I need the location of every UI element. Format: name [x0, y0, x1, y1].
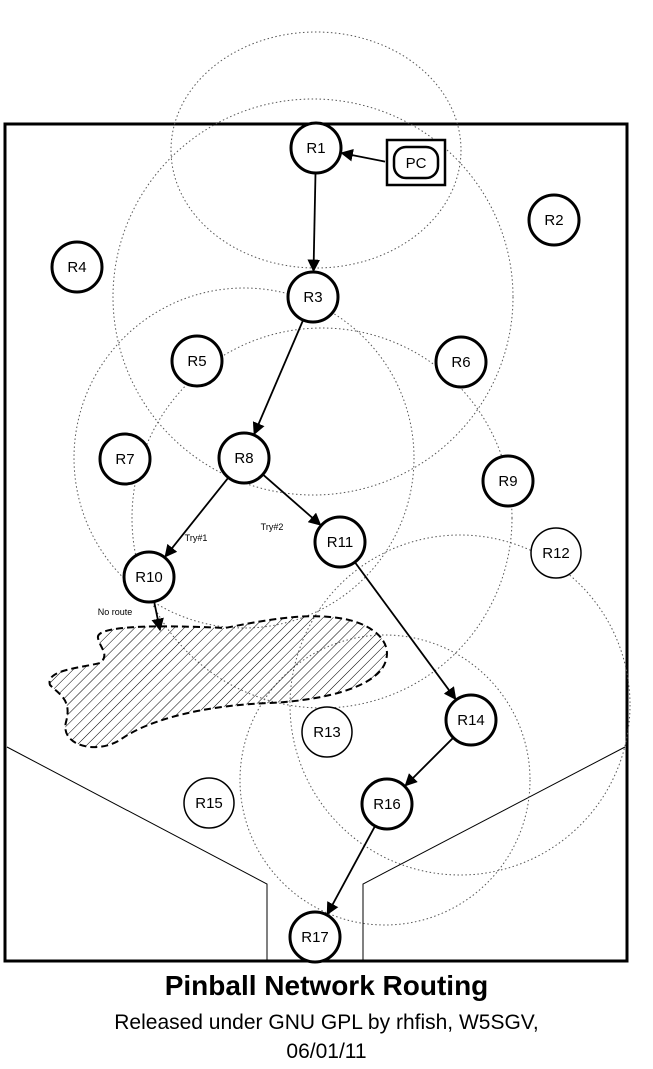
edge-r3-to-r8 — [252, 319, 304, 436]
router-label: R7 — [115, 451, 134, 468]
router-label: R17 — [301, 929, 329, 946]
router-circle — [481, 454, 535, 508]
range-circle-r8 — [73, 287, 415, 629]
router-label: R2 — [544, 212, 563, 229]
router-label: R4 — [67, 259, 86, 276]
router-circle — [530, 527, 582, 579]
edge-r8-to-r11 — [262, 473, 322, 526]
router-label: R6 — [451, 354, 470, 371]
edge-label-r8-r10: Try#1 — [185, 533, 208, 543]
router-node-r12: R12 — [530, 527, 582, 579]
router-node-r11: R11 — [313, 515, 367, 569]
diagram-date: 06/01/11 — [286, 1040, 367, 1063]
edge-r11-to-r14 — [354, 561, 457, 701]
router-node-r13: R13 — [301, 706, 353, 758]
router-node-r10: R10 — [122, 550, 176, 604]
router-label: R1 — [306, 140, 325, 157]
router-label: R12 — [542, 545, 570, 562]
router-label: R9 — [498, 473, 517, 490]
pc-label: PC — [406, 155, 427, 172]
router-label: R10 — [135, 569, 163, 586]
router-circle — [360, 777, 414, 831]
router-label: R15 — [195, 795, 223, 812]
router-node-r8: R8 — [217, 431, 271, 485]
pc-inner-box — [392, 145, 440, 180]
router-circle — [313, 515, 367, 569]
router-circle — [301, 706, 353, 758]
router-node-r7: R7 — [98, 432, 152, 486]
router-circle — [288, 910, 342, 964]
pc-node: PC — [385, 138, 447, 187]
router-label: R14 — [457, 712, 485, 729]
router-circle — [434, 335, 488, 389]
router-label: R16 — [373, 796, 401, 813]
router-circle — [50, 240, 104, 294]
range-circle-r11 — [131, 327, 513, 709]
router-circle — [122, 550, 176, 604]
router-circle — [183, 777, 235, 829]
edge-r16-to-r17 — [326, 825, 376, 916]
route-edges — [151, 149, 457, 916]
router-label: R3 — [303, 289, 322, 306]
router-node-r5: R5 — [170, 334, 224, 388]
edge-r1-to-r3 — [307, 172, 321, 273]
drain-lines — [6, 746, 626, 961]
router-node-r14: R14 — [444, 693, 498, 747]
diagram-credit: Released under GNU GPL by rhfish, W5SGV, — [114, 1011, 539, 1034]
edge-label-r10-obstacle: No route — [98, 607, 133, 617]
router-node-r17: R17 — [288, 910, 342, 964]
diagram-title: Pinball Network Routing — [164, 970, 489, 1001]
edge-r10-to-obstacle — [151, 601, 164, 632]
edge-pc-to-r1 — [340, 149, 386, 163]
router-label: R11 — [327, 534, 353, 551]
router-circle — [286, 270, 340, 324]
router-circle — [527, 193, 581, 247]
range-circle-r14 — [289, 534, 631, 876]
router-node-r4: R4 — [50, 240, 104, 294]
router-node-r3: R3 — [286, 270, 340, 324]
router-label: R8 — [234, 450, 253, 467]
edge-r14-to-r16 — [404, 737, 454, 787]
router-circle — [98, 432, 152, 486]
router-circle — [217, 431, 271, 485]
router-label: R5 — [187, 353, 206, 370]
edge-r8-to-r10 — [164, 476, 230, 558]
router-label: R13 — [313, 724, 341, 741]
router-node-r9: R9 — [481, 454, 535, 508]
obstacle-region — [48, 615, 388, 749]
router-node-r16: R16 — [360, 777, 414, 831]
router-node-r15: R15 — [183, 777, 235, 829]
router-node-r1: R1 — [289, 121, 343, 175]
router-circle — [444, 693, 498, 747]
router-circle — [170, 334, 224, 388]
range-circles — [73, 31, 631, 926]
range-circle-r16 — [239, 634, 531, 926]
edge-label-r8-r11: Try#2 — [261, 522, 284, 532]
router-circle — [289, 121, 343, 175]
edge-labels: Try#1 Try#2 No route — [98, 522, 284, 617]
range-circle-r1 — [170, 31, 462, 269]
router-node-r2: R2 — [527, 193, 581, 247]
router-node-r6: R6 — [434, 335, 488, 389]
range-circle-r3 — [112, 98, 514, 496]
